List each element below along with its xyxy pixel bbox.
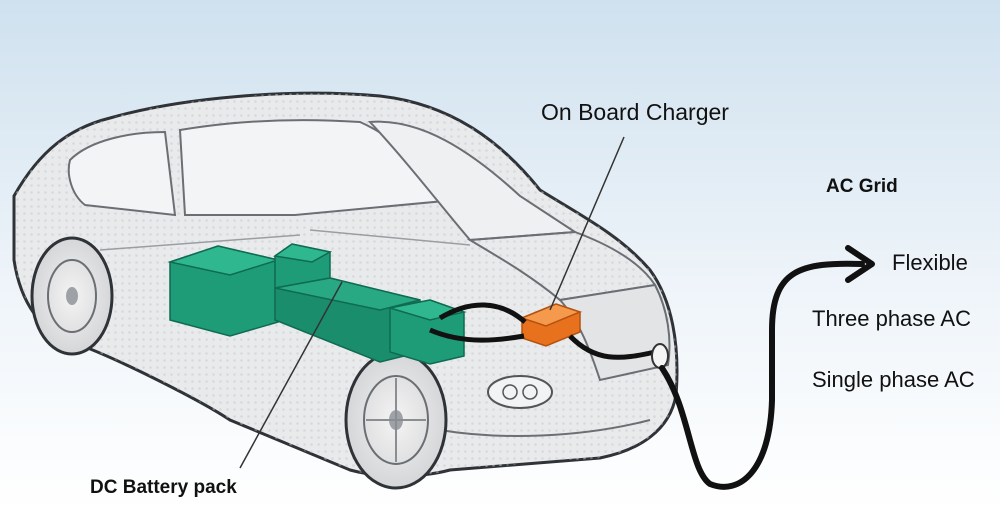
flexible-label: Flexible xyxy=(892,250,968,275)
grid-cable xyxy=(659,260,865,490)
three-phase-ac-label: Three phase AC xyxy=(812,306,971,331)
windshield xyxy=(367,120,579,242)
battery-leader-line xyxy=(239,281,343,469)
rear-window xyxy=(67,130,177,217)
bumper xyxy=(439,419,651,437)
headlight xyxy=(487,375,553,409)
on-board-charger-label: On Board Charger xyxy=(541,99,729,125)
battery-to-charger-cable xyxy=(429,302,527,343)
single-phase-ac-label: Single phase AC xyxy=(812,367,975,392)
charging-inlet-icon xyxy=(651,343,669,369)
ac-grid-label: AC Grid xyxy=(826,176,898,197)
rear-wheel xyxy=(30,236,114,356)
charger-leader-line xyxy=(549,136,625,311)
arrow-head-icon xyxy=(845,245,875,283)
front-wheel xyxy=(344,350,448,490)
charger-to-inlet-cable xyxy=(568,334,656,360)
battery-pack xyxy=(167,243,467,365)
dc-battery-pack-label: DC Battery pack xyxy=(90,477,237,498)
